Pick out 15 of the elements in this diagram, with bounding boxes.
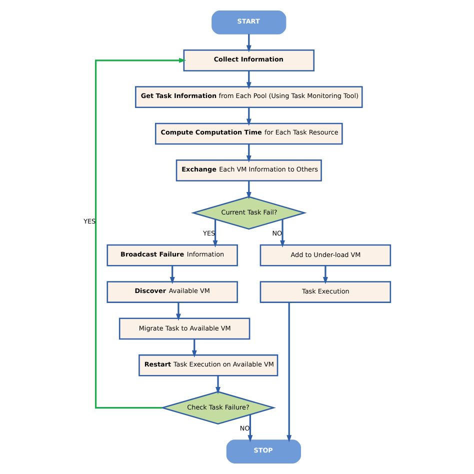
arrow [280,219,285,248]
arrow [170,266,175,284]
arrow [246,180,252,200]
arrow [246,70,252,90]
arrow [322,266,328,284]
arrow [176,302,181,321]
arrow [216,376,220,394]
arrow [246,34,252,52]
arrow [246,108,252,126]
arrow [248,414,253,442]
arrow [192,339,197,358]
arrow [95,58,186,409]
arrow [212,219,218,248]
arrow [246,144,252,163]
arrow [286,302,292,442]
